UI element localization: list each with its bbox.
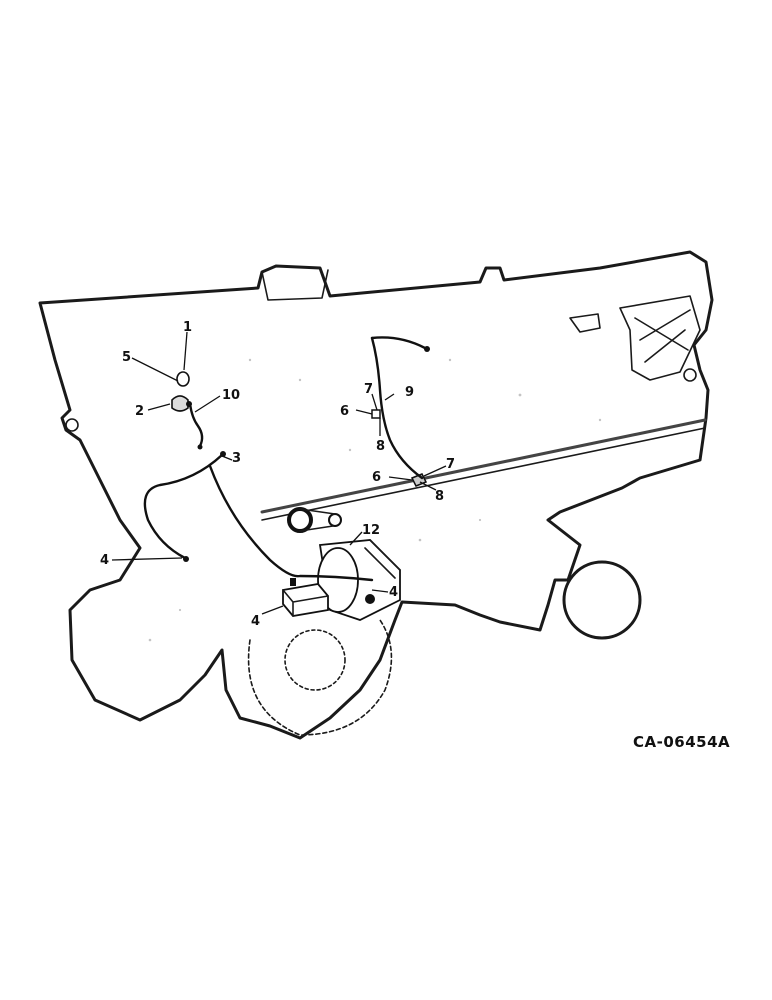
callout-labels: 1 2 3 4 4 4 5 6 6 7 7 8 8 9 10 12: [100, 320, 455, 629]
callout-8-lower: 8: [435, 489, 444, 504]
lamp-lens: [176, 371, 190, 387]
leader-lines: [111, 331, 447, 615]
callout-1: 1: [183, 320, 192, 335]
callout-3: 3: [232, 451, 241, 466]
drawing-code: CA-06454A: [633, 733, 730, 751]
callout-4-battery: 4: [251, 614, 260, 629]
lamp-body: [171, 395, 189, 412]
wiring: [143, 336, 430, 582]
pulley: [287, 507, 313, 533]
lamp-bracket: [371, 409, 381, 419]
callout-12: 12: [362, 523, 380, 538]
callout-4-left: 4: [100, 553, 109, 568]
wire-9: [370, 336, 424, 480]
callout-8-upper: 8: [376, 439, 385, 454]
halftone-texture: [148, 358, 602, 642]
callout-10: 10: [222, 388, 240, 403]
components: [171, 371, 428, 621]
wire-3: [143, 453, 224, 560]
combine-body-outline: [38, 250, 714, 740]
callout-6-upper: 6: [340, 404, 349, 419]
callout-9: 9: [405, 385, 414, 400]
callout-7-lower: 7: [446, 457, 455, 472]
callout-2: 2: [135, 404, 144, 419]
callout-6-lower: 6: [372, 470, 381, 485]
wire-10: [188, 402, 204, 448]
callout-7-upper: 7: [364, 382, 373, 397]
callout-5: 5: [122, 350, 131, 365]
callout-4-alternator: 4: [389, 585, 398, 600]
